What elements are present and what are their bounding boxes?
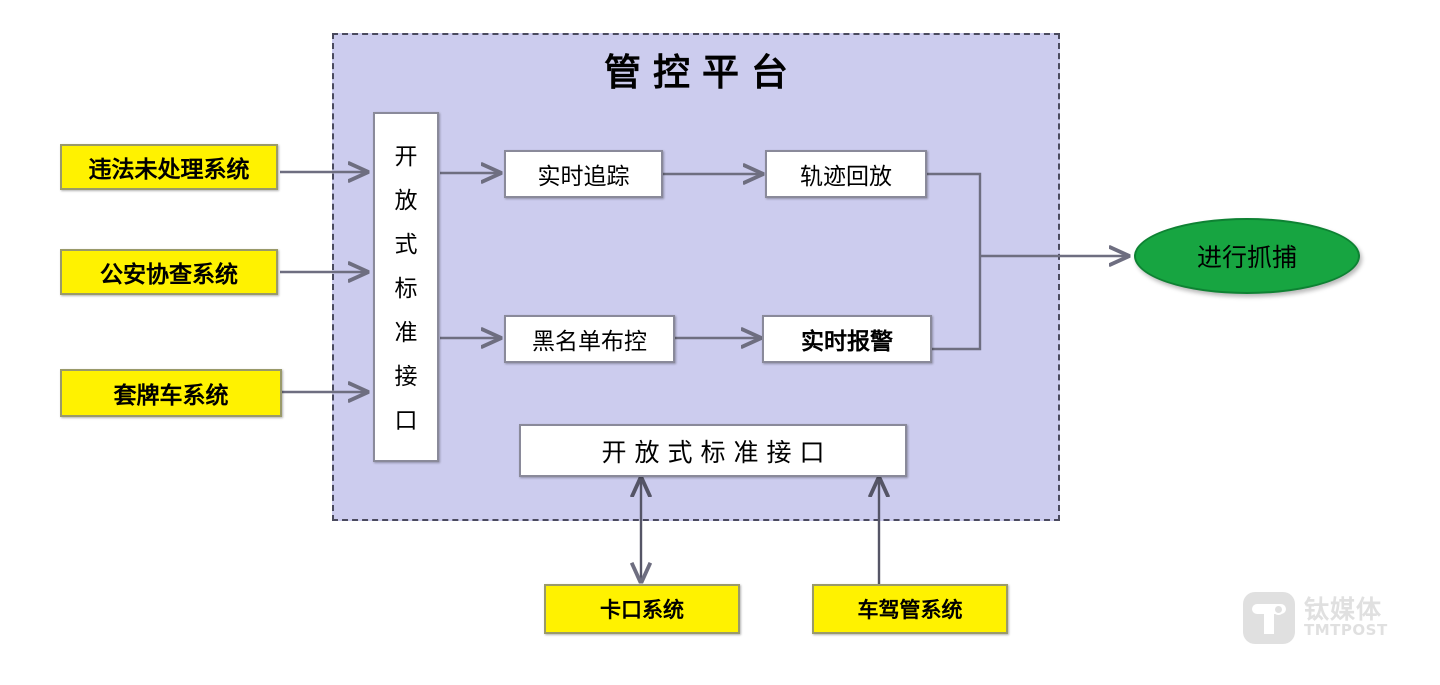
process-node-label: 实时追踪 — [537, 164, 630, 190]
gateway-char: 准 — [394, 320, 418, 346]
source-node-vehicle-driver-admin[interactable]: 车驾管系统 — [812, 584, 1008, 634]
source-node-illegal-unprocessed[interactable]: 违法未处理系统 — [60, 144, 278, 190]
process-node-label: 轨迹回放 — [800, 164, 892, 190]
source-node-checkpoint-system[interactable]: 卡口系统 — [544, 584, 740, 634]
process-node-realtime-tracking[interactable]: 实时追踪 — [504, 150, 663, 198]
watermark-text: 钛媒体 TMTPOST — [1304, 595, 1388, 640]
watermark-cn-label: 钛媒体 — [1304, 595, 1383, 624]
watermark: 钛媒体 TMTPOST — [1243, 592, 1388, 644]
outcome-node-label: 进行抓捕 — [1196, 243, 1297, 272]
source-node-label: 套牌车系统 — [113, 383, 229, 409]
process-node-blacklist-control[interactable]: 黑名单布控 — [504, 315, 675, 363]
source-node-label: 公安协查系统 — [100, 262, 238, 288]
logo-dot-icon — [1273, 604, 1284, 615]
platform-title: 管控平台 — [604, 51, 800, 94]
process-node-realtime-alarm[interactable]: 实时报警 — [762, 315, 932, 363]
process-node-label: 实时报警 — [801, 329, 893, 355]
gateway-char: 式 — [394, 232, 418, 258]
gateway-char: 口 — [394, 408, 418, 434]
interface-node-open-standard[interactable]: 开放式标准接口 — [519, 424, 907, 477]
gateway-char: 标 — [394, 276, 418, 302]
source-node-fake-plate[interactable]: 套牌车系统 — [60, 369, 282, 417]
tmtpost-logo-icon — [1243, 592, 1295, 644]
process-node-track-playback[interactable]: 轨迹回放 — [765, 150, 927, 198]
source-node-label: 车驾管系统 — [857, 598, 963, 622]
source-node-label: 卡口系统 — [600, 598, 684, 622]
gateway-char: 放 — [394, 188, 418, 214]
gateway-char: 接 — [394, 364, 418, 390]
source-node-police-inquiry[interactable]: 公安协查系统 — [60, 249, 278, 295]
watermark-en-label: TMTPOST — [1304, 621, 1388, 640]
gateway-open-standard-interface[interactable]: 开 放 式 标 准 接 口 — [373, 112, 439, 462]
gateway-char: 开 — [394, 144, 418, 170]
process-node-label: 黑名单布控 — [532, 329, 647, 355]
outcome-node-arrest[interactable]: 进行抓捕 — [1134, 218, 1360, 294]
source-node-label: 违法未处理系统 — [88, 157, 250, 183]
interface-node-label: 开放式标准接口 — [601, 437, 833, 467]
